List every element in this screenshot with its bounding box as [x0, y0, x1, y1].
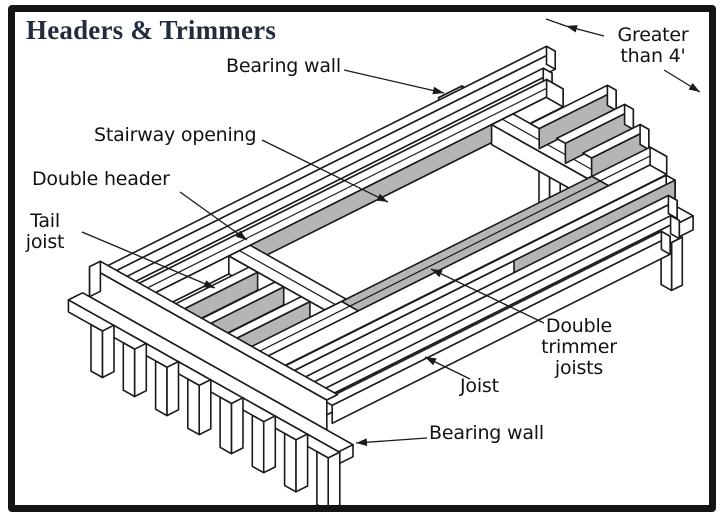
title-line2: Trimmers — [159, 15, 277, 45]
label-joist: Joist — [460, 375, 499, 397]
label-bearing-wall-top: Bearing wall — [226, 55, 341, 77]
title-line1: Headers & — [26, 15, 154, 45]
label-double-trimmer-joists: Double trimmer joists — [541, 315, 617, 379]
label-double-header: Double header — [32, 168, 170, 190]
label-stairway-opening: Stairway opening — [94, 124, 257, 146]
label-bearing-wall-bottom: Bearing wall — [429, 422, 544, 444]
label-greater-than-4ft: Greater than 4' — [617, 24, 689, 67]
page-title: Headers & Trimmers — [26, 15, 276, 46]
label-tail-joist: Tail joist — [25, 210, 65, 253]
